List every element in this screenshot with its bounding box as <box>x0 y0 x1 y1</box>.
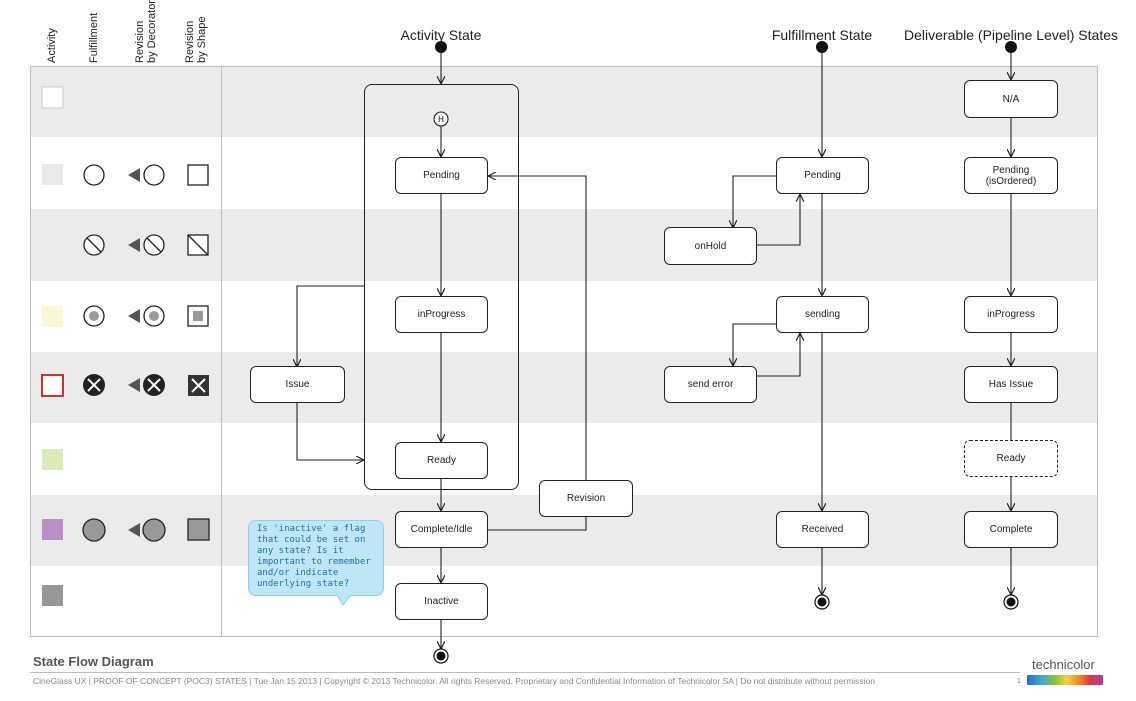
state-activity-ready[interactable]: Ready <box>395 442 488 479</box>
svg-text:H: H <box>438 115 444 124</box>
lane-title-activity: Activity State <box>400 27 482 43</box>
final-node-activity <box>433 648 449 664</box>
swatch-row-6 <box>42 449 63 470</box>
row-band-1 <box>30 66 1098 137</box>
initial-node-deliverable <box>1005 41 1017 53</box>
state-activity-complete-idle[interactable]: Complete/Idle <box>395 511 488 548</box>
page-number: 1 <box>1017 678 1021 685</box>
initial-node-fulfillment <box>816 41 828 53</box>
swatch-row-5 <box>41 374 64 397</box>
activity-composite-state <box>364 84 519 490</box>
legend-divider <box>221 66 222 637</box>
state-fulfillment-send-error[interactable]: send error <box>664 366 757 403</box>
decorator-arrow-icon <box>128 309 140 323</box>
state-deliverable-complete[interactable]: Complete <box>964 511 1058 548</box>
state-deliverable-has-issue[interactable]: Has Issue <box>964 366 1058 403</box>
state-activity-inprogress[interactable]: inProgress <box>395 296 488 333</box>
decorator-arrow-icon <box>128 238 140 252</box>
diagram-frame <box>30 66 1098 637</box>
swatch-row-8 <box>42 585 63 606</box>
swatch-row-2 <box>42 164 63 185</box>
history-pseudostate: H <box>433 111 449 127</box>
footer-divider <box>30 672 1020 673</box>
state-activity-pending[interactable]: Pending <box>395 157 488 194</box>
state-activity-revision[interactable]: Revision <box>539 480 633 517</box>
comment-note: Is 'inactive' a flag that could be set o… <box>248 520 384 596</box>
fulfillment-empty-icon <box>83 164 105 186</box>
decorator-arrow-icon <box>128 378 140 392</box>
state-deliverable-inprogress[interactable]: inProgress <box>964 296 1058 333</box>
footer-title: State Flow Diagram <box>33 654 154 669</box>
state-deliverable-na[interactable]: N/A <box>964 80 1058 118</box>
state-activity-issue[interactable]: Issue <box>250 366 345 403</box>
final-node-deliverable <box>1003 594 1019 610</box>
swatch-row-7 <box>42 519 63 540</box>
initial-node-activity <box>435 41 447 53</box>
shape-empty-icon <box>187 164 209 186</box>
shape-complete-icon <box>187 518 210 541</box>
decorator-arrow-icon <box>128 168 140 182</box>
state-fulfillment-onhold[interactable]: onHold <box>664 227 757 265</box>
state-fulfillment-received[interactable]: Received <box>776 511 869 548</box>
state-fulfillment-sending[interactable]: sending <box>776 296 869 333</box>
fulfillment-complete-icon <box>82 518 106 542</box>
footer-text: CineGlass UX | PROOF OF CONCEPT (POC3) S… <box>33 676 876 686</box>
decorator-empty-icon <box>143 164 165 186</box>
state-activity-inactive[interactable]: Inactive <box>395 583 488 620</box>
state-fulfillment-pending[interactable]: Pending <box>776 157 869 194</box>
swatch-row-1 <box>41 86 64 109</box>
lane-title-deliverable: Deliverable (Pipeline Level) States <box>904 27 1118 43</box>
swatch-row-4 <box>42 306 63 327</box>
brand-logo-text: technicolor <box>1032 657 1095 672</box>
lane-title-fulfillment: Fulfillment State <box>771 27 873 43</box>
state-deliverable-ready[interactable]: Ready <box>964 440 1058 477</box>
comment-note-tail <box>336 595 352 606</box>
state-deliverable-pending-sublabel: (isOrdered) <box>985 175 1037 187</box>
decorator-arrow-icon <box>128 523 140 537</box>
decorator-complete-icon <box>142 518 166 542</box>
brand-logo-icon <box>1027 675 1103 685</box>
state-deliverable-pending-label: Pending <box>992 164 1030 176</box>
final-node-fulfillment <box>814 594 830 610</box>
legend-symbols <box>41 86 210 606</box>
state-deliverable-pending[interactable]: Pending (isOrdered) <box>964 157 1058 194</box>
